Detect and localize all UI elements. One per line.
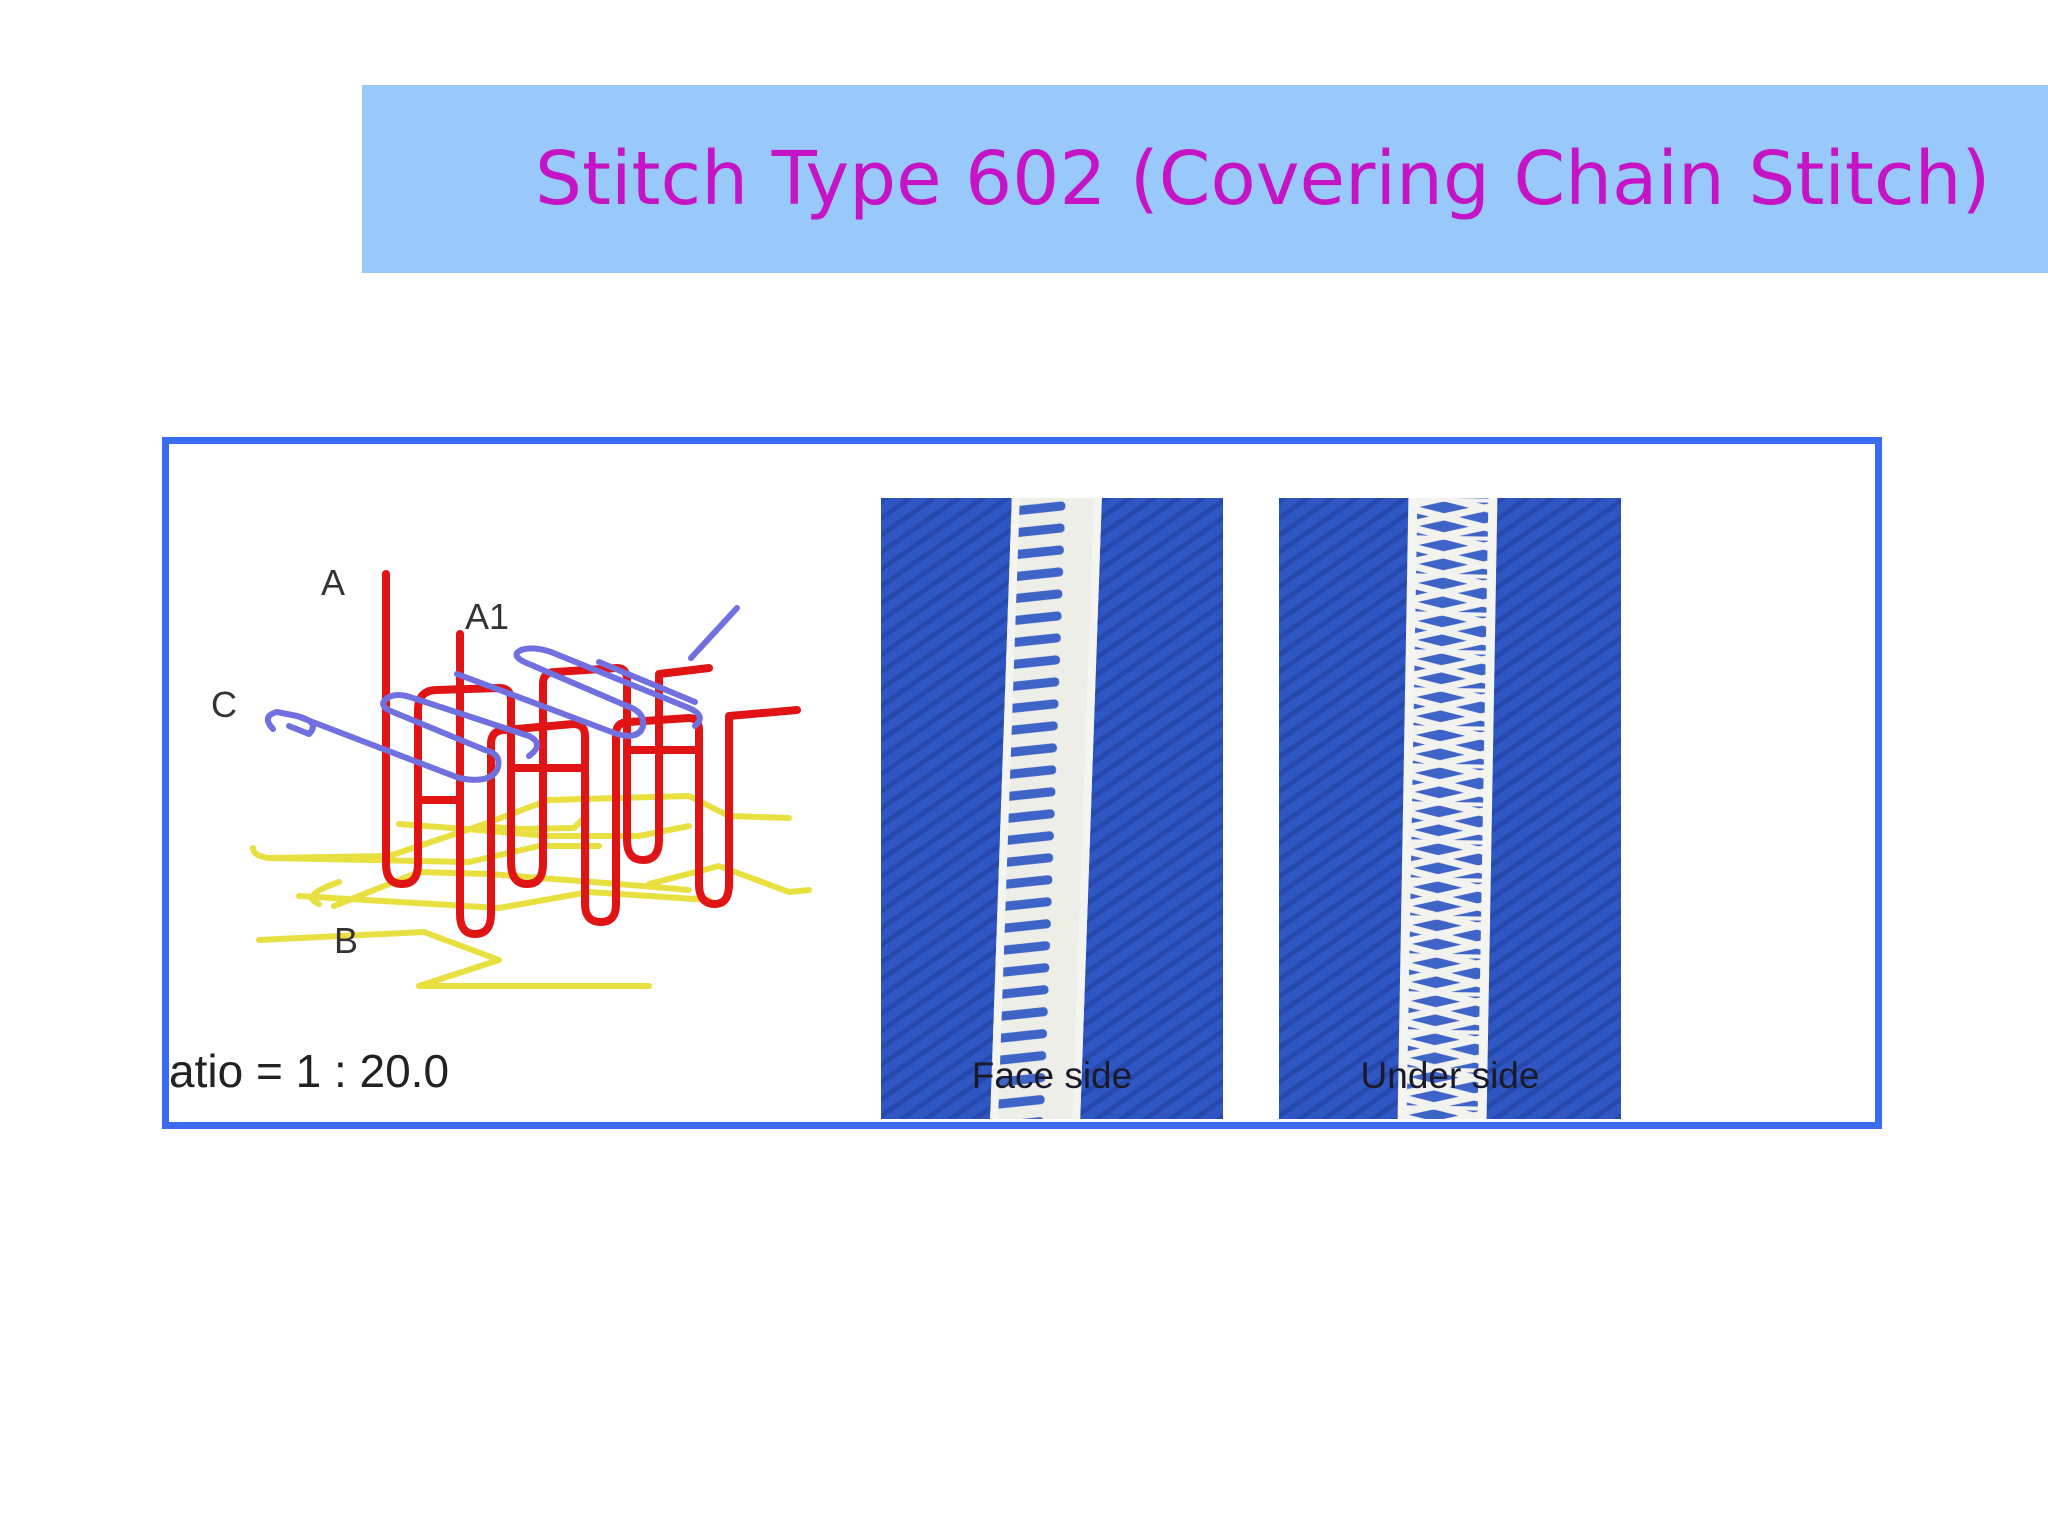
- under-side-photo: Under side: [1279, 498, 1621, 1119]
- slide-title: Stitch Type 602 (Covering Chain Stitch): [535, 136, 1991, 222]
- title-bar: Stitch Type 602 (Covering Chain Stitch): [362, 85, 2048, 273]
- under-side-caption: Under side: [1360, 1055, 1540, 1096]
- label-b: B: [334, 920, 359, 961]
- figure-frame: A A1 C B atio = 1 : 20.0 Face: [162, 437, 1882, 1129]
- label-c: C: [211, 684, 237, 725]
- face-side-photo: Face side: [881, 498, 1223, 1119]
- cover-thread-c: [264, 605, 740, 783]
- needle-thread-a: [382, 570, 801, 938]
- stitch-diagram: [250, 570, 812, 989]
- ratio-text: atio = 1 : 20.0: [169, 1045, 450, 1097]
- label-a1: A1: [465, 596, 510, 637]
- label-a: A: [321, 562, 346, 603]
- face-side-caption: Face side: [971, 1055, 1133, 1096]
